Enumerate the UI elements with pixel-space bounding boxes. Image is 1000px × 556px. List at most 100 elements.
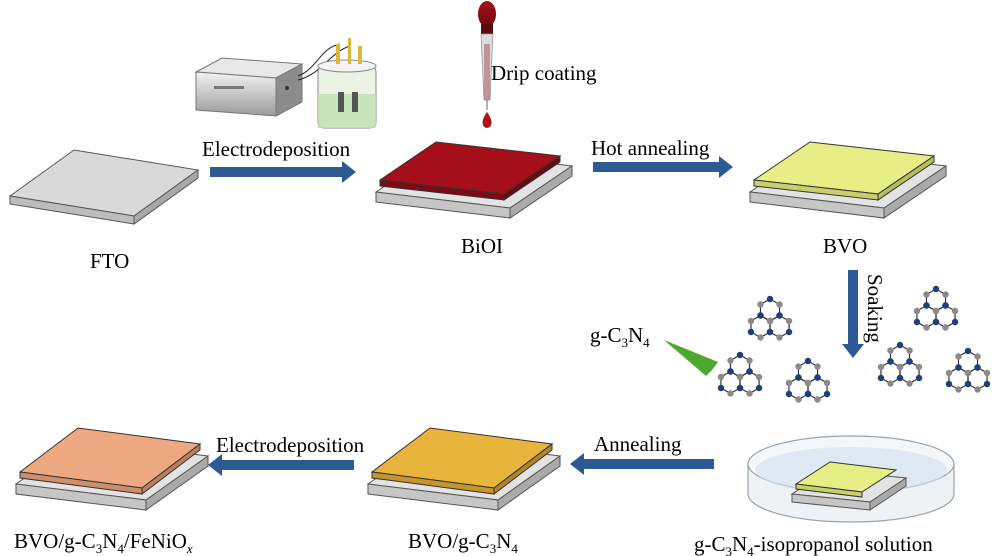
nitrogen-atom [983,380,991,388]
nitrogen-atom [974,364,981,371]
label-electrodeposition-2: Electrodeposition [216,433,365,457]
carbon-atom [906,380,913,387]
nitrogen-atom [964,380,972,388]
label-drip-coating: Drip coating [491,61,597,85]
nitrogen-atom [823,390,831,398]
nitrogen-atom [955,364,962,371]
nitrogen-atom [746,368,753,375]
label-fto: FTO [90,249,129,273]
nitrogen-atom [776,312,783,319]
carbon-atom [717,373,725,381]
bioi-film-side [503,155,561,201]
nitrogen-atom [755,384,763,392]
carbon-atom [785,379,793,387]
nitrogen-atom [736,384,744,392]
nitrogen-atom [951,318,959,326]
nitrogen-atom [766,295,774,303]
nitrogen-atom [913,318,921,326]
bvo-gcn-substrate [366,427,562,511]
electrochemical-workstation-icon [194,57,304,117]
nitrogen-atom [757,312,764,319]
carbon-atom [955,353,962,360]
carbon-atom [727,357,734,364]
label-solution: g-C3N4-isopropanol solution [694,532,933,556]
carbon-atom [804,379,812,387]
nitrogen-atom [747,328,755,336]
label-bvo-gcn: BVO/g-C3N4 [408,529,518,556]
arrow-electrodeposition-1 [210,161,356,183]
arrow-annealing [570,453,714,475]
bvo-gcn-base-side [497,455,561,511]
label-annealing: Annealing [594,432,682,456]
carbon-atom [757,334,764,341]
carbon-atom [776,334,783,341]
bioi-substrate [374,141,574,219]
carbon-atom [896,363,904,371]
carbon-atom [727,390,734,397]
nitrogen-atom [804,390,812,398]
carbon-atom [823,379,831,387]
nitrogen-atom [915,374,923,382]
nitrogen-atom [717,384,725,392]
nitrogen-atom [942,302,949,309]
carbon-atom [974,353,981,360]
nitrogen-atom [785,328,793,336]
carbon-atom [983,369,991,377]
gcn-molecule-right [877,285,991,393]
carbon-atom [906,347,913,354]
carbon-atom [923,324,930,331]
carbon-atom [757,301,764,308]
nitrogen-atom [906,358,913,365]
nitrogen-atom [814,374,821,381]
carbon-atom [932,307,940,315]
carbon-atom [814,396,821,403]
petri-dish-icon [747,435,955,523]
label-hot-annealing: Hot annealing [591,136,710,160]
final-substrate [14,427,210,511]
carbon-atom [964,369,972,377]
carbon-atom [915,363,923,371]
carbon-atom [945,369,953,377]
bvo-substrate [748,141,948,219]
final-film-side [141,442,201,496]
carbon-atom [776,301,783,308]
nitrogen-atom [804,357,812,365]
carbon-atom [951,307,959,315]
nitrogen-atom [877,374,885,382]
carbon-atom [974,386,981,393]
carbon-atom [942,324,949,331]
bvo-gcn-film-side [493,442,553,496]
carbon-atom [746,357,753,364]
carbon-atom [942,291,949,298]
arrow-hot-annealing [593,156,733,178]
carbon-atom [736,373,744,381]
carbon-atom [887,380,894,387]
gcn-molecule-left [717,295,831,403]
label-bvo: BVO [823,234,867,258]
carbon-atom [766,317,774,325]
carbon-atom [747,317,755,325]
carbon-atom [814,363,821,370]
carbon-atom [913,307,921,315]
nitrogen-atom [932,285,940,293]
nitrogen-atom [896,374,904,382]
carbon-atom [795,396,802,403]
label-electrodeposition-1: Electrodeposition [202,137,351,161]
carbon-atom [795,363,802,370]
final-base-side [145,455,209,511]
nitrogen-atom [795,374,802,381]
dropper-icon [478,1,496,128]
label-gcn: g-C3N4 [590,323,650,350]
carbon-atom [887,347,894,354]
carbon-atom [923,291,930,298]
carbon-atom [877,363,885,371]
electrolysis-cell-icon [317,38,377,129]
arrow-soaking [842,270,864,358]
nitrogen-atom [896,341,904,349]
carbon-atom [746,390,753,397]
label-bioi: BiOI [461,234,503,258]
nitrogen-atom [727,368,734,375]
nitrogen-atom [785,390,793,398]
nitrogen-atom [736,351,744,359]
carbon-atom [755,373,763,381]
